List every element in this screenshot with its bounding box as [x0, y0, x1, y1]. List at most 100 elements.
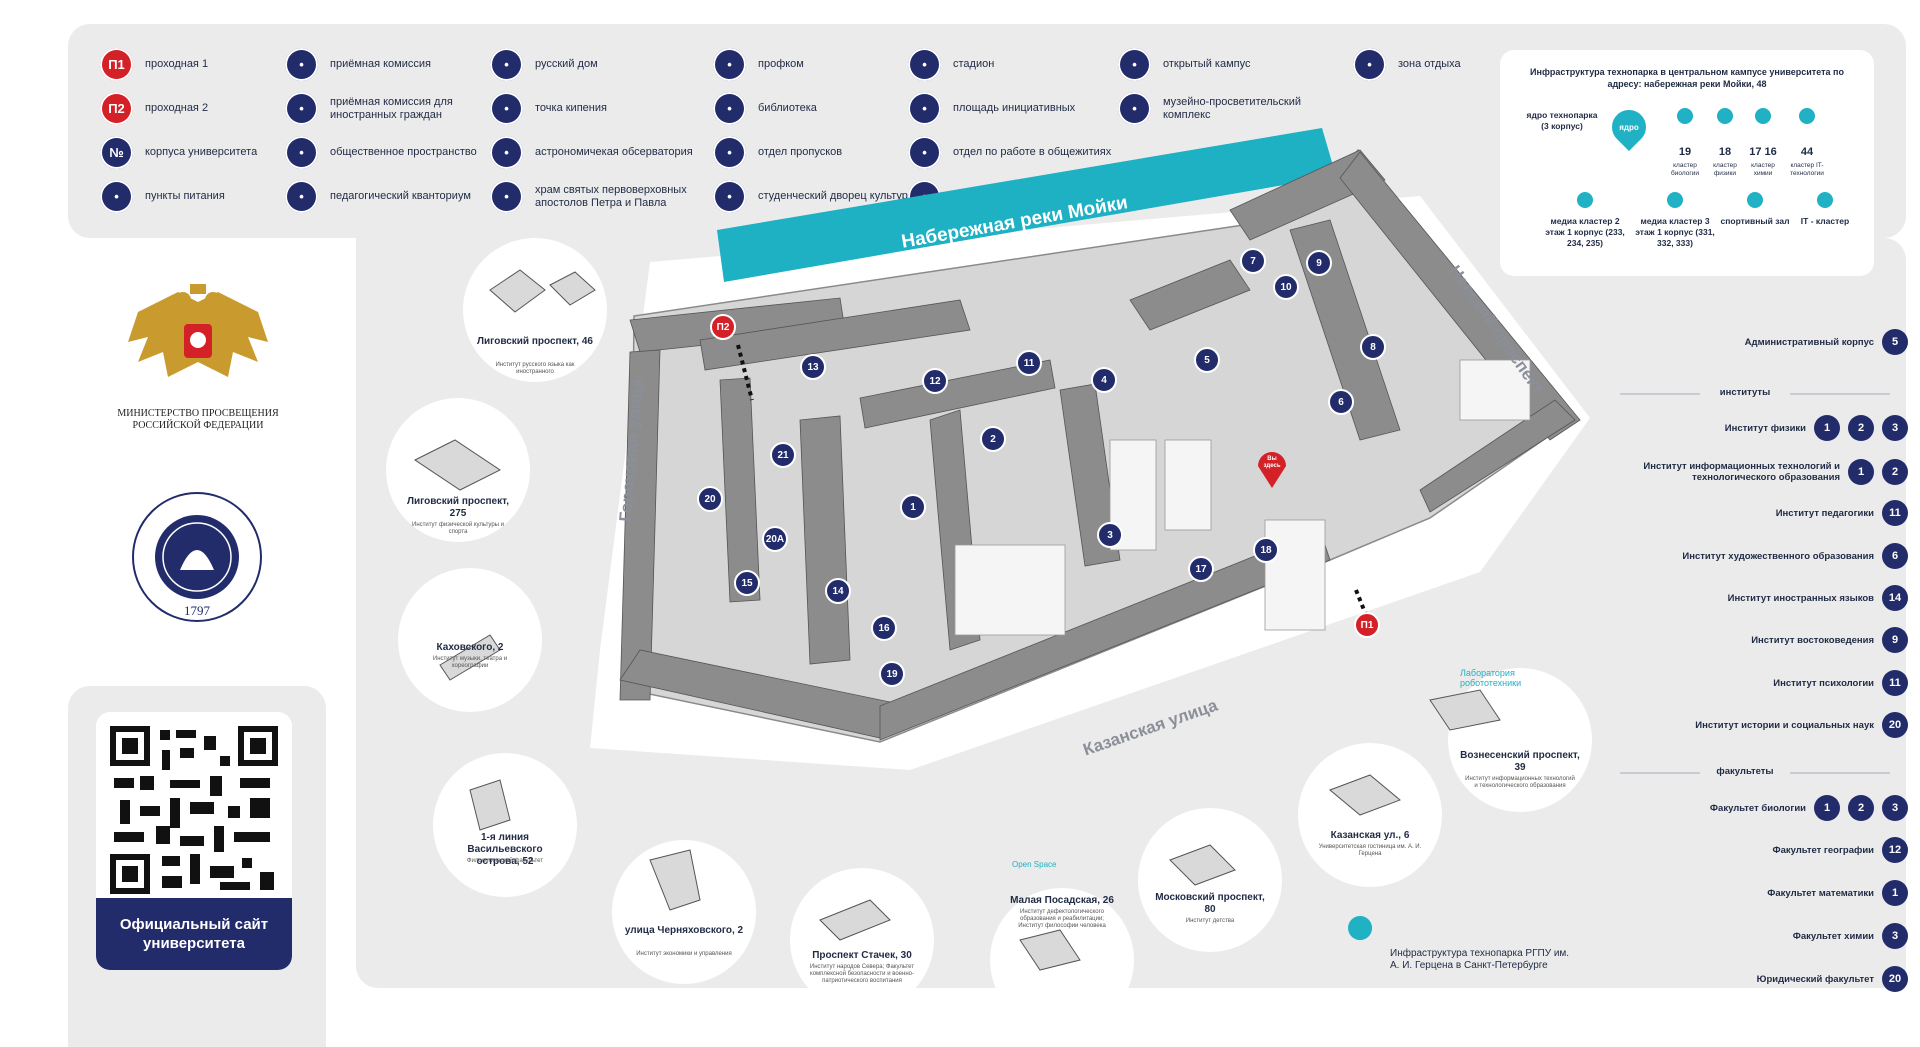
building-marker[interactable]: 2 — [980, 426, 1006, 452]
building-number-badge[interactable]: 2 — [1848, 795, 1874, 821]
building-marker[interactable]: 17 — [1188, 556, 1214, 582]
building-number-badge[interactable]: 11 — [1882, 670, 1908, 696]
map-legend-label: Инфраструктура технопарка РГПУ им. А. И.… — [1390, 948, 1570, 971]
building-number-badge[interactable]: 3 — [1882, 415, 1908, 441]
legend-item: • студенческий дворец культуры — [713, 180, 918, 213]
number-sign-icon: № — [100, 136, 133, 169]
official-site-button[interactable]: Официальный сайт университета — [96, 898, 292, 970]
legend-label: отдел пропусков — [758, 146, 843, 158]
legend-item: • отдел пропусков — [713, 136, 918, 169]
seal-year: 1797 — [184, 603, 211, 618]
satellite-title: Малая Посадская, 26 — [1010, 895, 1114, 906]
building-number-badge[interactable]: 1 — [1882, 880, 1908, 906]
list-row: Юридический факультет 20 — [1608, 966, 1908, 992]
building-marker[interactable]: 21 — [770, 442, 796, 468]
cluster-label: кластер IT-технологии — [1790, 162, 1824, 177]
building-number-badge[interactable]: 2 — [1848, 415, 1874, 441]
building-marker[interactable]: 20 — [697, 486, 723, 512]
infra-title: Инфраструктура технопарка в центральном … — [1530, 67, 1844, 89]
building-number-badge[interactable]: 3 — [1882, 795, 1908, 821]
building-marker[interactable]: 12 — [922, 368, 948, 394]
satellite-title: Каховского, 2 — [436, 642, 504, 653]
media-label: IT - кластер — [1800, 216, 1850, 226]
satellite-title: Вознесенский проспект, 39 — [1460, 750, 1580, 773]
legend-item: •русский дом — [490, 48, 695, 81]
satellite-title: Московский проспект, 80 — [1155, 892, 1265, 915]
building-number-badge[interactable]: 5 — [1882, 329, 1908, 355]
admissions-icon: • — [285, 48, 318, 81]
legend-label: общественное пространство — [330, 146, 477, 158]
section-divider — [1790, 772, 1890, 774]
building-number-badge[interactable]: 9 — [1882, 627, 1908, 653]
building-marker[interactable]: 9 — [1306, 250, 1332, 276]
building-number-badge[interactable]: 2 — [1882, 459, 1908, 485]
cluster-label: кластер физики — [1713, 162, 1737, 177]
building-number-badge[interactable]: 1 — [1814, 415, 1840, 441]
building-marker[interactable]: 15 — [734, 570, 760, 596]
building-marker[interactable]: 16 — [871, 615, 897, 641]
legend-item: •отдел по работе в общежитиях — [908, 136, 1113, 169]
list-row: Институт иностранных языков 14 — [1608, 585, 1908, 611]
you-are-here-marker: Вы здесь — [1254, 446, 1290, 495]
lab-robotics-label: Лаборатория робототехники — [1460, 668, 1522, 688]
legend-label: отдел по работе в общежитиях — [953, 146, 1112, 158]
legend-item: •открытый кампус — [1118, 48, 1323, 81]
cluster-number: 18 — [1718, 146, 1732, 158]
section-header: факультеты — [1716, 766, 1774, 777]
building-number-badge[interactable]: 20 — [1882, 966, 1908, 992]
legend-label: проходная 2 — [145, 102, 209, 114]
qr-code-icon[interactable] — [110, 726, 278, 894]
building-marker[interactable]: 18 — [1253, 537, 1279, 563]
legend-label: студенческий дворец культуры — [758, 190, 916, 202]
ministry-name: МИНИСТЕРСТВО ПРОСВЕЩЕНИЯ РОССИЙСКОЙ ФЕДЕ… — [117, 408, 279, 431]
list-row-label: Юридический факультет — [1756, 973, 1874, 985]
building-number-badge[interactable]: 1 — [1814, 795, 1840, 821]
building-marker[interactable]: 8 — [1360, 334, 1386, 360]
building-marker[interactable]: 10 — [1273, 274, 1299, 300]
list-row-label: Институт иностранных языков — [1727, 592, 1874, 604]
building-marker[interactable]: 11 — [1016, 350, 1042, 376]
cross-icon: • — [490, 180, 523, 213]
building-marker[interactable]: 13 — [800, 354, 826, 380]
russian-house-icon: • — [490, 48, 523, 81]
gate-p1[interactable]: П1 — [1354, 612, 1380, 638]
section-header: институты — [1719, 387, 1771, 398]
legend-item: •стадион — [908, 48, 1113, 81]
building-marker[interactable]: 4 — [1091, 367, 1117, 393]
list-row-label: Административный корпус — [1744, 336, 1874, 348]
pass-office-icon: • — [713, 136, 746, 169]
qr-card[interactable]: Официальный сайт университета — [96, 712, 292, 970]
building-marker[interactable]: 7 — [1240, 248, 1266, 274]
building-number-badge[interactable]: 12 — [1882, 837, 1908, 863]
section-divider — [1620, 393, 1700, 395]
building-marker[interactable]: 20A — [762, 526, 788, 552]
building-marker[interactable]: 6 — [1328, 389, 1354, 415]
building-marker[interactable]: 19 — [879, 661, 905, 687]
building-number-badge[interactable]: 14 — [1882, 585, 1908, 611]
list-row: Институт информационных технологий и тех… — [1608, 459, 1908, 485]
satellite-subtitle: Институт русского языка как иностранного — [495, 362, 575, 375]
building-marker[interactable]: 14 — [825, 578, 851, 604]
building-marker[interactable]: 3 — [1097, 522, 1123, 548]
building-number-badge[interactable]: 11 — [1882, 500, 1908, 526]
building-marker[interactable]: 1 — [900, 494, 926, 520]
theater-icon: • — [713, 180, 746, 213]
building-number-badge[interactable]: 20 — [1882, 712, 1908, 738]
building-marker[interactable]: 5 — [1194, 347, 1220, 373]
book-icon: • — [713, 92, 746, 125]
legend-label: астрономичекая обсерватория — [535, 146, 693, 158]
legend-item: •пункты питания — [100, 180, 305, 213]
gate-p2[interactable]: П2 — [710, 314, 736, 340]
legend-label: приёмная комиссия для иностранных гражда… — [330, 95, 453, 121]
building-number-badge[interactable]: 1 — [1848, 459, 1874, 485]
list-row: Административный корпус 5 — [1608, 329, 1908, 355]
open-space-label: Open Space — [1012, 860, 1057, 869]
building-number-badge[interactable]: 3 — [1882, 923, 1908, 949]
building-number-badge[interactable]: 6 — [1882, 543, 1908, 569]
